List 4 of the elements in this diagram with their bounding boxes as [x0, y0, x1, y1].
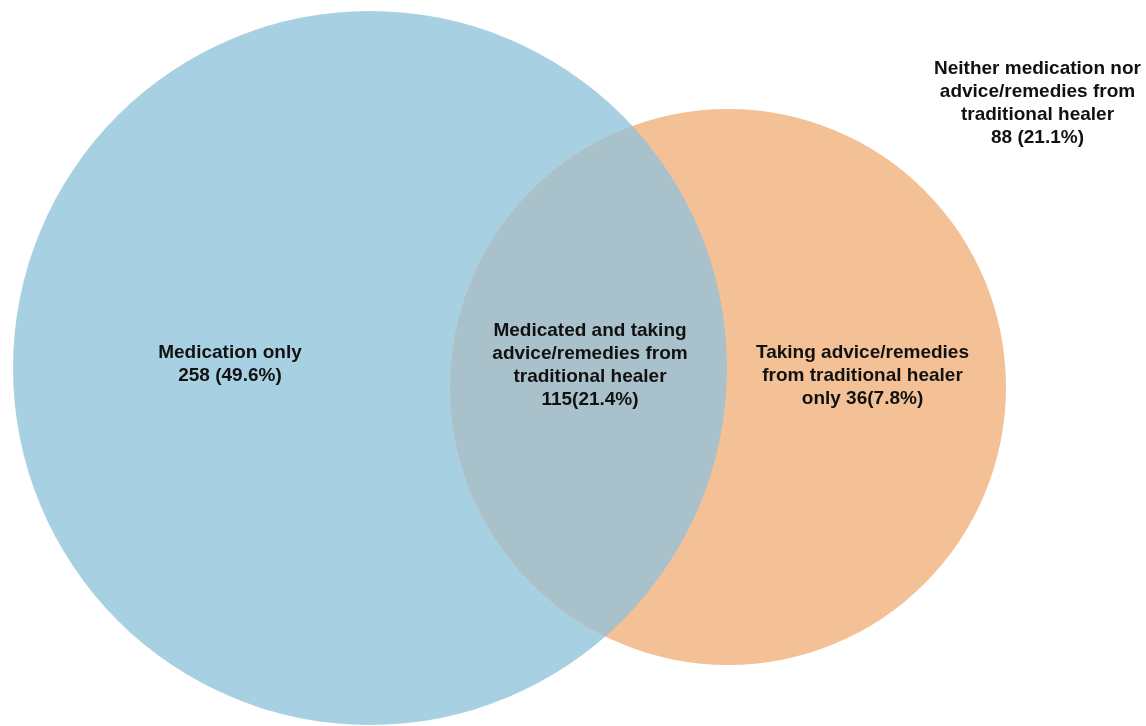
region-label: Taking advice/remedies from traditional healer only 36(7.8%) — [755, 340, 970, 409]
overlap-label: Medicated and taking advice/remedies from traditional healer 115(21.4%) — [491, 318, 689, 410]
outside-label: Neither medication nor advice/remedies from traditional healer 88 (21.1%) — [933, 56, 1142, 148]
region-label: Medication only 258 (49.6%) — [157, 340, 303, 386]
